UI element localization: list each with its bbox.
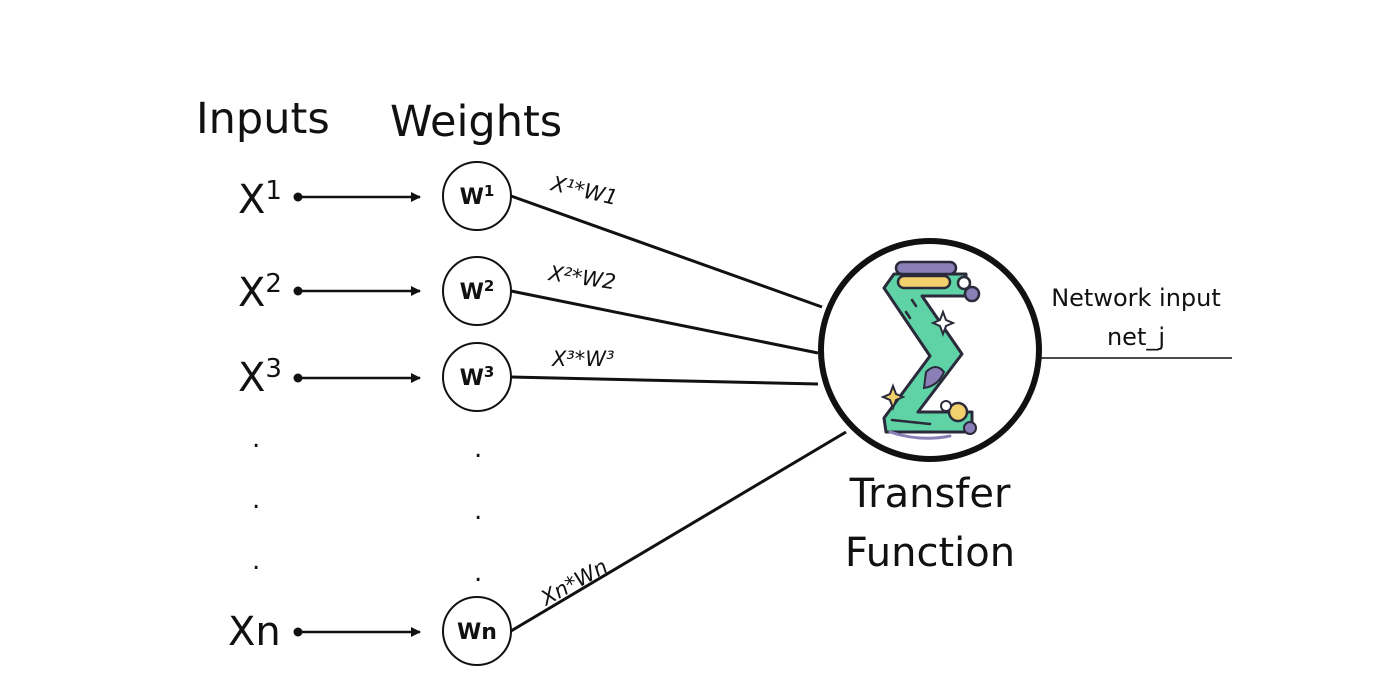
input-label-1-base: X xyxy=(238,177,265,223)
weight-ellipsis-dot-3: . xyxy=(474,558,482,588)
connection-line-3 xyxy=(510,375,819,386)
weights-header: Weights xyxy=(390,97,562,147)
input-label-3-base: X xyxy=(238,355,265,401)
weight-label-1: W1 xyxy=(460,182,495,210)
input-label-1-sup: 1 xyxy=(265,176,282,206)
inputs-header: Inputs xyxy=(196,94,330,144)
connection-line-n xyxy=(510,430,847,633)
weight-ellipsis-dot-2: . xyxy=(474,496,482,526)
output-label-line2: net_j xyxy=(1107,323,1165,351)
product-label-1: X¹*W1 xyxy=(548,171,620,210)
input-label-n: Xn xyxy=(228,609,281,655)
weight-label-1-sup: 1 xyxy=(484,182,494,200)
input-ellipsis-dot-3: . xyxy=(252,546,260,576)
product-label-2: X²*W2 xyxy=(546,261,617,294)
input-label-2-base: X xyxy=(238,270,265,316)
weight-label-3-base: W xyxy=(460,366,484,391)
input-label-2-sup: 2 xyxy=(265,269,282,299)
input-label-2: X2 xyxy=(238,269,282,316)
input-ellipsis-dot-2: . xyxy=(252,485,260,515)
weight-label-1-base: W xyxy=(460,185,484,210)
input-label-3-sup: 3 xyxy=(265,354,282,384)
weight-label-2: W2 xyxy=(460,277,495,305)
weight-label-2-sup: 2 xyxy=(484,277,494,295)
weight-label-3: W3 xyxy=(460,363,495,391)
transfer-function-label-line2: Function xyxy=(845,530,1015,576)
sigma-icon xyxy=(880,260,981,440)
product-label-3: X³*W³ xyxy=(551,347,615,371)
connection-line-1 xyxy=(510,194,823,309)
input-label-n-base: Xn xyxy=(228,609,281,655)
weight-label-2-base: W xyxy=(460,280,484,305)
product-label-n: Xn*Wn xyxy=(536,554,612,611)
weight-label-n-base: Wn xyxy=(457,620,497,645)
transfer-function-label-line1: Transfer xyxy=(849,471,1011,517)
output-label-line1: Network input xyxy=(1051,284,1221,312)
weight-label-n: Wn xyxy=(457,620,497,645)
connection-line-2 xyxy=(510,289,819,355)
input-ellipsis-dot-1: . xyxy=(252,424,260,454)
input-label-3: X3 xyxy=(238,354,282,401)
weight-ellipsis-dot-1: . xyxy=(474,434,482,464)
weight-label-3-sup: 3 xyxy=(484,363,494,381)
input-label-1: X1 xyxy=(238,176,282,223)
